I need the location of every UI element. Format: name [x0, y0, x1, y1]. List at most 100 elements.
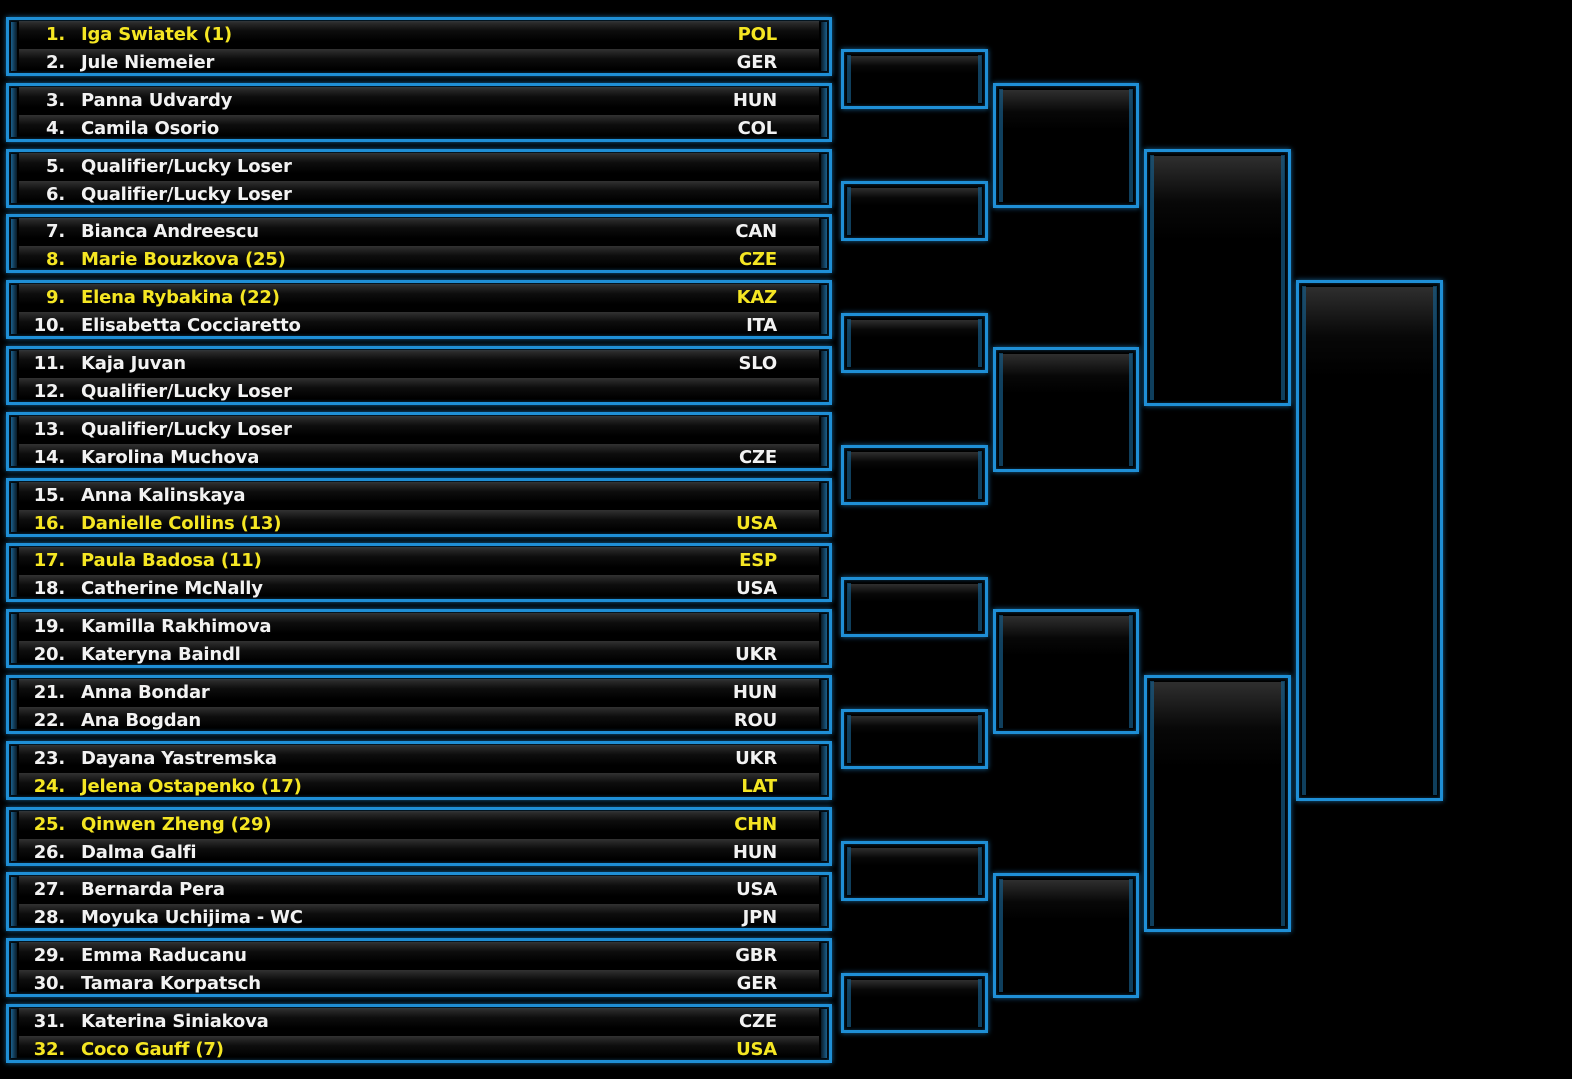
- round-2-slot: [841, 841, 988, 901]
- player-draw-number: 15.: [33, 484, 65, 506]
- player-draw-number: 10.: [33, 315, 65, 337]
- player-row: 24.Jelena Ostapenko (17)LAT: [19, 772, 819, 800]
- player-name: Catherine McNally: [81, 578, 263, 600]
- player-row: 29. Emma Raducanu GBR: [19, 942, 819, 970]
- first-round-match: 15. Anna Kalinskaya 16. Danielle Collins (1…: [6, 477, 832, 537]
- player-draw-number: 8.: [46, 249, 65, 271]
- player-draw-number: 11.: [33, 353, 65, 374]
- player-name: Dayana Yastremska: [81, 747, 277, 769]
- player-draw-number: 31.: [33, 1011, 65, 1032]
- player-country: HUN: [732, 89, 777, 111]
- player-draw-number: 29.: [33, 945, 65, 967]
- player-row: 25.Qinwen Zheng (29)CHN: [19, 810, 819, 838]
- player-name: Coco Gauff (7): [81, 1039, 224, 1060]
- player-row: 6.Qualifier/Lucky Loser: [19, 180, 819, 208]
- player-name: Bernarda Pera: [81, 879, 225, 901]
- player-draw-number: 1.: [46, 24, 65, 45]
- player-country: UKR: [735, 747, 777, 769]
- player-country: CZE: [739, 249, 777, 271]
- player-draw-number: 25.: [33, 813, 65, 835]
- player-draw-number: 16.: [33, 512, 65, 534]
- quarterfinal-slot: [1296, 280, 1443, 801]
- player-draw-number: 17.: [33, 550, 65, 572]
- player-row: 9.Elena Rybakina (22)KAZ: [19, 284, 819, 312]
- player-name: Jelena Ostapenko (17): [81, 775, 302, 797]
- round-2-slot: [841, 445, 988, 505]
- player-draw-number: 5.: [46, 155, 65, 177]
- round-2-slot: [841, 49, 988, 109]
- player-row: 2. Jule Niemeier GER: [19, 49, 819, 76]
- player-draw-number: 26.: [33, 841, 65, 863]
- player-name: Elena Rybakina (22): [81, 287, 280, 309]
- player-draw-number: 6.: [46, 183, 65, 205]
- player-row: 27. Bernarda Pera USA: [19, 876, 819, 904]
- player-draw-number: 9.: [46, 287, 65, 309]
- round-2-slot: [841, 313, 988, 373]
- player-row: 12.Qualifier/Lucky Loser: [19, 378, 819, 405]
- player-draw-number: 3.: [46, 89, 65, 111]
- player-name: Paula Badosa (11): [81, 550, 262, 572]
- player-row: 16.Danielle Collins (13)USA: [19, 509, 819, 537]
- player-name: Kateryna Baindl: [81, 644, 241, 666]
- player-draw-number: 2.: [46, 52, 65, 73]
- player-draw-number: 28.: [33, 907, 65, 929]
- player-row: 1.Iga Swiatek (1)POL: [19, 21, 819, 48]
- first-round-match: 27. Bernarda Pera USA 28.Moyuka Uchijima - …: [6, 872, 832, 932]
- player-country: ESP: [739, 550, 777, 572]
- player-name: Jule Niemeier: [81, 52, 215, 73]
- player-country: LAT: [741, 775, 777, 797]
- player-country: USA: [736, 879, 777, 901]
- player-name: Marie Bouzkova (25): [81, 249, 286, 271]
- player-country: HUN: [732, 682, 777, 703]
- player-draw-number: 19.: [33, 616, 65, 638]
- player-draw-number: 32.: [33, 1039, 65, 1060]
- player-draw-number: 7.: [46, 221, 65, 243]
- player-row: 5.Qualifier/Lucky Loser: [19, 152, 819, 180]
- player-country: ROU: [733, 710, 777, 731]
- player-row: 32.Coco Gauff (7)USA: [19, 1036, 819, 1063]
- player-name: Anna Kalinskaya: [81, 484, 246, 506]
- player-country: GBR: [735, 945, 777, 967]
- player-name: Karolina Muchova: [81, 446, 260, 468]
- round-2-slot: [841, 577, 988, 637]
- player-name: Katerina Siniakova: [81, 1011, 269, 1032]
- player-country: GER: [736, 52, 778, 73]
- player-name: Danielle Collins (13): [81, 512, 282, 534]
- player-draw-number: 18.: [33, 578, 65, 600]
- player-country: COL: [737, 117, 778, 139]
- player-row: 17. Paula Badosa (11) ESP: [19, 547, 819, 575]
- first-round-match: 1.Iga Swiatek (1)POL 2. Jule Niemeier GER: [6, 17, 832, 76]
- player-row: 23. Dayana Yastremska UKR: [19, 744, 819, 772]
- round-4-slot: [1144, 675, 1291, 932]
- round-2-slot: [841, 181, 988, 241]
- player-draw-number: 27.: [33, 879, 65, 901]
- player-row: 13.Qualifier/Lucky Loser: [19, 415, 819, 443]
- player-row: 8. Marie Bouzkova (25) CZE: [19, 246, 819, 274]
- player-draw-number: 23.: [33, 747, 65, 769]
- player-name: Qualifier/Lucky Loser: [81, 381, 292, 402]
- round-4-slot: [1144, 149, 1291, 406]
- player-country: SLO: [738, 353, 778, 374]
- player-name: Emma Raducanu: [81, 945, 247, 967]
- player-country: POL: [737, 24, 778, 45]
- player-country: ITA: [746, 315, 777, 337]
